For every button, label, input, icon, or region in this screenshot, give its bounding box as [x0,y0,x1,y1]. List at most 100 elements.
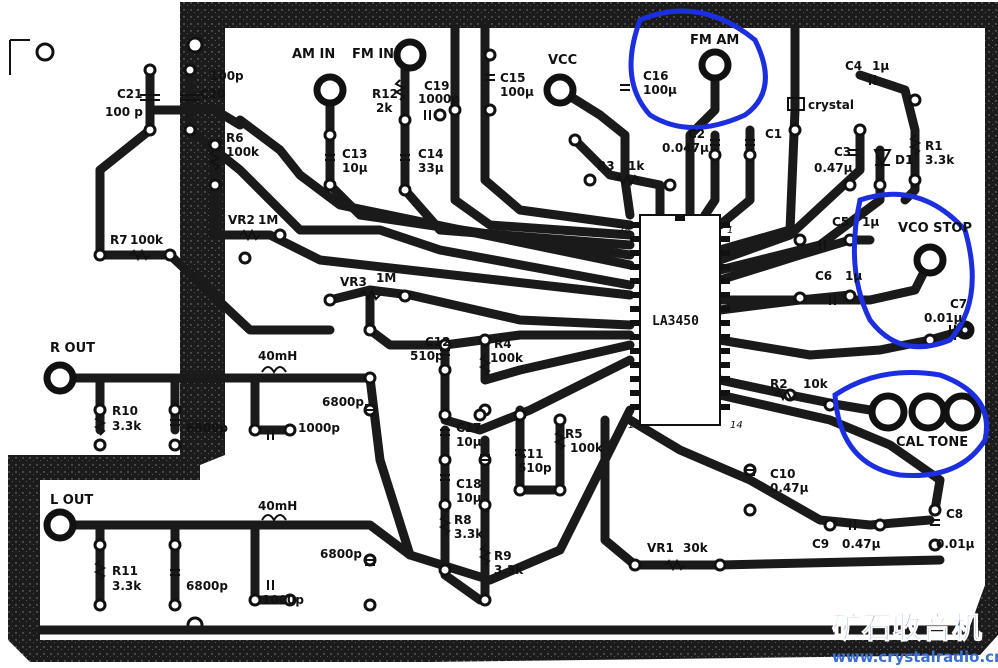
highlight-cal-tone [832,370,989,479]
label-c5-value: 1μ [862,215,879,229]
label-crystal: crystal [808,98,854,112]
label-r11: R11 [112,564,138,578]
label-c11: C11 [518,447,544,461]
watermark-url: www.crystalradio.cn [832,648,998,666]
label-r6: R6 [226,131,244,145]
label-c3-value: 0.47μ [814,161,853,175]
label-c21-value: 100 p [105,105,143,119]
label-r7-value: 100k [130,233,164,247]
label-c7-value: 0.01μ [924,311,963,325]
label-c-r2: 1000p [298,421,340,435]
label-vr1-value: 30k [683,541,709,555]
label-c5: C5 [832,215,849,229]
label-c17-value: 10μ [456,435,482,449]
label-c17: C17 [456,421,482,435]
label-c8-value: 0.01μ [936,537,975,551]
label-fm-am: FM AM [690,33,739,48]
label-r10: R10 [112,404,138,418]
watermark: 矿石收音机 www.crystalradio.cn [832,611,998,667]
label-c10-value: 0.47μ [770,481,809,495]
label-r1-value: 3.3k [925,153,955,167]
label-c9: C9 [812,537,829,551]
label-c12-value: 510p [410,349,444,363]
highlight-circles [628,8,989,479]
label-r9-value: 3.3k [494,563,524,577]
label-c18: C18 [456,477,482,491]
label-c11-value: 510p [518,461,552,475]
highlight-vco-stop [851,191,975,350]
label-r7: R7 [110,233,128,247]
label-c14: C14 [418,147,444,161]
label-cal-tone: CAL TONE [896,435,968,450]
label-c-l1: 6800p [186,579,228,593]
label-am-in: AM IN [292,47,335,62]
label-l-out: L OUT [50,493,93,508]
label-fm-in: FM IN [352,47,394,62]
label-c4-value: 1μ [872,59,889,73]
pin-label-14: 14 [730,420,743,431]
label-c14-value: 33μ [418,161,444,175]
label-l-top: 40mH [258,349,297,363]
label-c20: C20 [200,87,226,101]
label-vr2-value: 1M [258,213,278,227]
highlight-fm-am [628,8,768,130]
label-d1: D1 [895,153,913,167]
pads [93,48,942,612]
label-c-l2: 1000p [262,593,304,607]
label-c18-value: 10μ [456,491,482,505]
label-r8: R8 [454,513,472,527]
pin-label-1: 1 [727,225,733,236]
component-labels: C21 100 p C20 100p R6 100k R12 2k C19 10… [105,59,975,607]
label-vr2: VR2 [228,213,255,227]
label-c21: C21 [117,87,143,101]
label-c3: C3 [834,145,851,159]
label-c2: C2 [688,127,705,141]
label-vcc: VCC [548,53,577,68]
label-c19-value: 1000p [418,92,460,106]
label-c13: C13 [342,147,368,161]
connector-rings [43,38,982,542]
ic-la3450: LA3450 28 1 15 14 [618,214,743,431]
label-r9: R9 [494,549,512,563]
label-c2-value: 0.047μ [662,141,709,155]
label-c-r3: 6800p [322,395,364,409]
label-c20-value: 100p [210,69,244,83]
label-c4: C4 [845,59,862,73]
label-c19: C19 [424,79,450,93]
label-vr3: VR3 [340,275,367,289]
label-c16-value: 100μ [643,83,677,97]
label-c6: C6 [815,269,832,283]
label-r10-value: 3.3k [112,419,142,433]
label-vr1: VR1 [647,541,674,555]
label-c16: C16 [643,69,669,83]
label-c13-value: 10μ [342,161,368,175]
label-vco-stop: VCO STOP [898,221,972,236]
label-c-l3: 6800p [320,547,362,561]
label-r4-value: 100k [490,351,524,365]
label-r12: R12 [372,87,398,101]
label-r3: R3 [597,159,615,173]
label-c12: C12 [425,335,451,349]
label-c6-value: 1μ [845,269,862,283]
label-r4: R4 [494,337,512,351]
label-r-out: R OUT [50,341,95,356]
ic-name: LA3450 [652,314,699,329]
label-c7: C7 [950,297,967,311]
label-r2-value: 10k [803,377,829,391]
label-r11-value: 3.3k [112,579,142,593]
pin-label-15: 15 [628,420,641,431]
label-c9-value: 0.47μ [842,537,881,551]
label-l-bot: 40mH [258,499,297,513]
pin-label-28: 28 [618,225,631,236]
watermark-cn: 矿石收音机 [832,611,982,646]
label-r5-value: 100k [570,441,604,455]
label-r5: R5 [565,427,583,441]
label-c15: C15 [500,71,526,85]
label-r2: R2 [770,377,788,391]
label-vr3-value: 1M [376,271,396,285]
label-r3-value: 1k [628,159,645,173]
label-c8: C8 [946,507,963,521]
label-r6-value: 100k [226,145,260,159]
label-c-r1: 6800p [186,421,228,435]
